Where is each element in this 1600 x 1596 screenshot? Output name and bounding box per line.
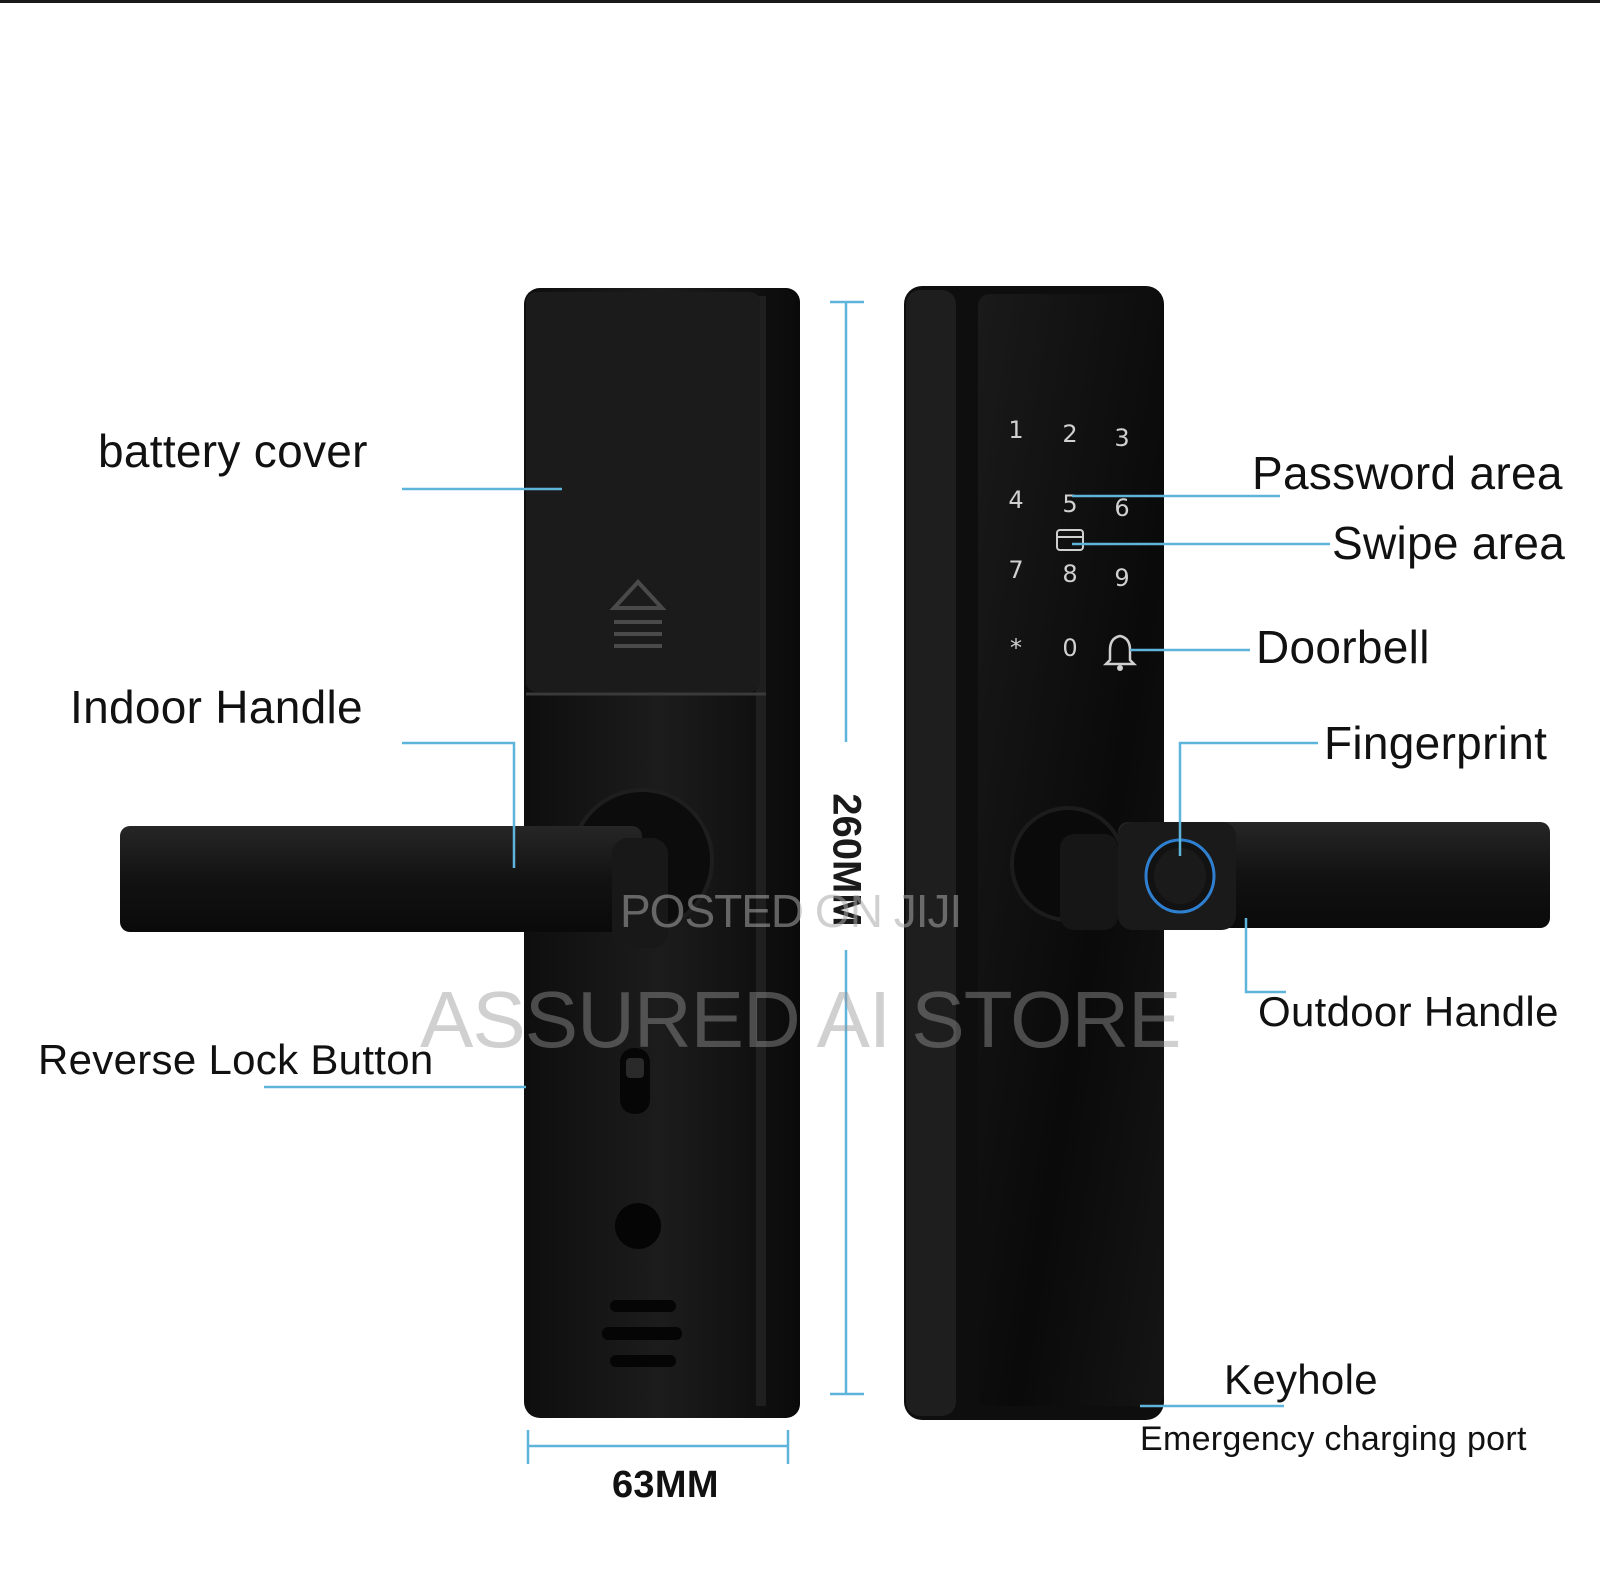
keypad-key: 0	[1062, 634, 1077, 662]
emergency-charging-port-label: Emergency charging port	[1140, 1420, 1527, 1458]
keypad-key: 4	[1008, 486, 1023, 514]
keypad: 1 2 3 4 5 6 7 8 9 * 0	[1008, 416, 1129, 662]
slide-arrow-icon	[609, 579, 667, 648]
indoor-handle-lever	[120, 788, 714, 948]
keypad-key: 2	[1062, 420, 1077, 448]
leader-lines	[264, 487, 1330, 1408]
keypad-key: 8	[1062, 560, 1077, 588]
keyhole-label: Keyhole	[1224, 1356, 1378, 1403]
indoor-handle-label: Indoor Handle	[70, 681, 363, 733]
leader-indoor-handle	[402, 741, 516, 868]
leader-fingerprint	[1178, 741, 1318, 856]
keypad-key: 1	[1008, 416, 1023, 444]
keypad-key: 6	[1114, 494, 1129, 522]
fingerprint-sensor-icon	[1144, 838, 1216, 914]
fingerprint-label: Fingerprint	[1324, 717, 1548, 769]
battery-cover-panel	[526, 292, 766, 696]
watermark-posted: POSTED ON JIJI	[620, 885, 962, 937]
doorbell-label: Doorbell	[1256, 621, 1430, 673]
width-dimension-label: 63MM	[612, 1464, 719, 1506]
swipe-area-label: Swipe area	[1332, 517, 1566, 569]
keypad-key: 3	[1114, 424, 1129, 452]
leader-outdoor-handle	[1244, 918, 1286, 994]
password-area-label: Password area	[1252, 447, 1563, 499]
width-dimension-line	[526, 1430, 790, 1464]
reverse-lock-button-label: Reverse Lock Button	[38, 1036, 434, 1083]
keypad-key: 9	[1114, 564, 1129, 592]
battery-cover-label: battery cover	[98, 425, 368, 477]
speaker-grille-icon	[602, 1300, 682, 1367]
keypad-key: *	[1010, 634, 1022, 662]
reverse-lock-button-icon	[620, 1048, 650, 1114]
keyhole-indoor-icon	[615, 1203, 661, 1249]
outdoor-handle-lever	[1010, 806, 1550, 930]
card-swipe-icon	[1056, 529, 1084, 551]
watermark-store: ASSURED AI STORE	[420, 975, 1182, 1064]
height-dimension-line	[830, 300, 864, 1396]
top-border	[0, 0, 1600, 3]
keypad-key: 5	[1062, 490, 1077, 518]
outdoor-handle-label: Outdoor Handle	[1258, 988, 1559, 1035]
keypad-key: 7	[1008, 556, 1023, 584]
